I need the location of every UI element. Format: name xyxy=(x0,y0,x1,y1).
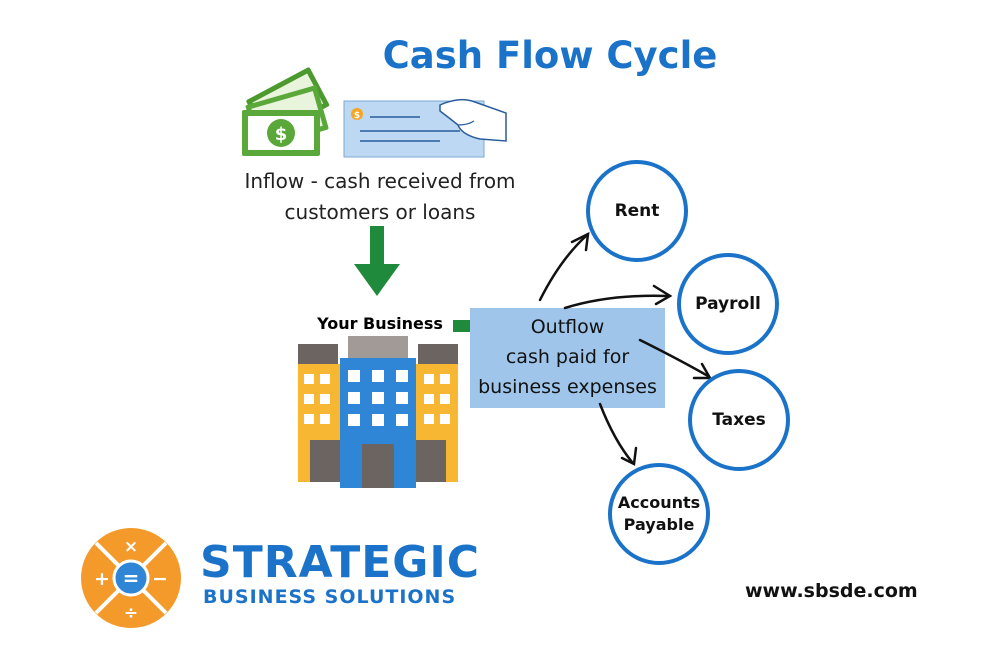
logo-minus-symbol: − xyxy=(152,568,168,590)
svg-text:$: $ xyxy=(275,124,288,145)
arrow-head-accounts xyxy=(620,446,638,466)
arrow-to-rent xyxy=(538,234,588,302)
outflow-box xyxy=(470,308,665,408)
check-icon: $ xyxy=(343,98,507,158)
calculator-logo-icon: × + − ÷ = xyxy=(81,528,181,628)
brand-subtitle: BUSINESS SOLUTIONS xyxy=(203,586,457,608)
arrow-head-payroll xyxy=(652,284,673,306)
accounts-payable-line-2: Payable xyxy=(623,515,695,534)
cash-bills-icon: $ xyxy=(242,67,330,156)
expense-node-rent: Rent xyxy=(586,160,688,262)
expense-node-payroll: Payroll xyxy=(677,253,779,355)
logo-plus-symbol: + xyxy=(94,568,110,590)
outflow-line-1: Outflow xyxy=(530,316,605,338)
outflow-description: Outflow cash paid for business expenses xyxy=(470,312,665,402)
logo-divide-symbol: ÷ xyxy=(124,603,138,623)
arrow-head-rent xyxy=(570,231,590,252)
website-link[interactable]: www.sbsde.com xyxy=(745,580,918,602)
arrow-to-accounts xyxy=(598,402,634,464)
outflow-line-3: business expenses xyxy=(478,376,657,398)
logo-equals-symbol: = xyxy=(123,566,140,590)
page-title: Cash Flow Cycle xyxy=(382,34,718,77)
down-arrow-icon xyxy=(354,226,400,296)
expense-node-accounts-payable: Accounts Payable xyxy=(608,463,710,565)
svg-text:$: $ xyxy=(354,111,360,121)
logo-times-symbol: × xyxy=(124,537,138,557)
inflow-line-1: Inflow - cash received from xyxy=(244,169,516,193)
arrow-to-taxes xyxy=(638,338,710,378)
office-building-icon xyxy=(298,336,458,488)
arrow-to-payroll xyxy=(563,294,670,310)
inflow-description: Inflow - cash received from customers or… xyxy=(205,166,555,228)
brand-name: STRATEGIC xyxy=(200,537,481,588)
inflow-line-2: customers or loans xyxy=(284,200,476,224)
business-label: Your Business xyxy=(317,314,443,333)
expense-node-taxes: Taxes xyxy=(688,369,790,471)
arrow-head-taxes xyxy=(692,362,713,380)
outflow-line-2: cash paid for xyxy=(505,346,630,368)
accounts-payable-line-1: Accounts xyxy=(617,493,701,512)
